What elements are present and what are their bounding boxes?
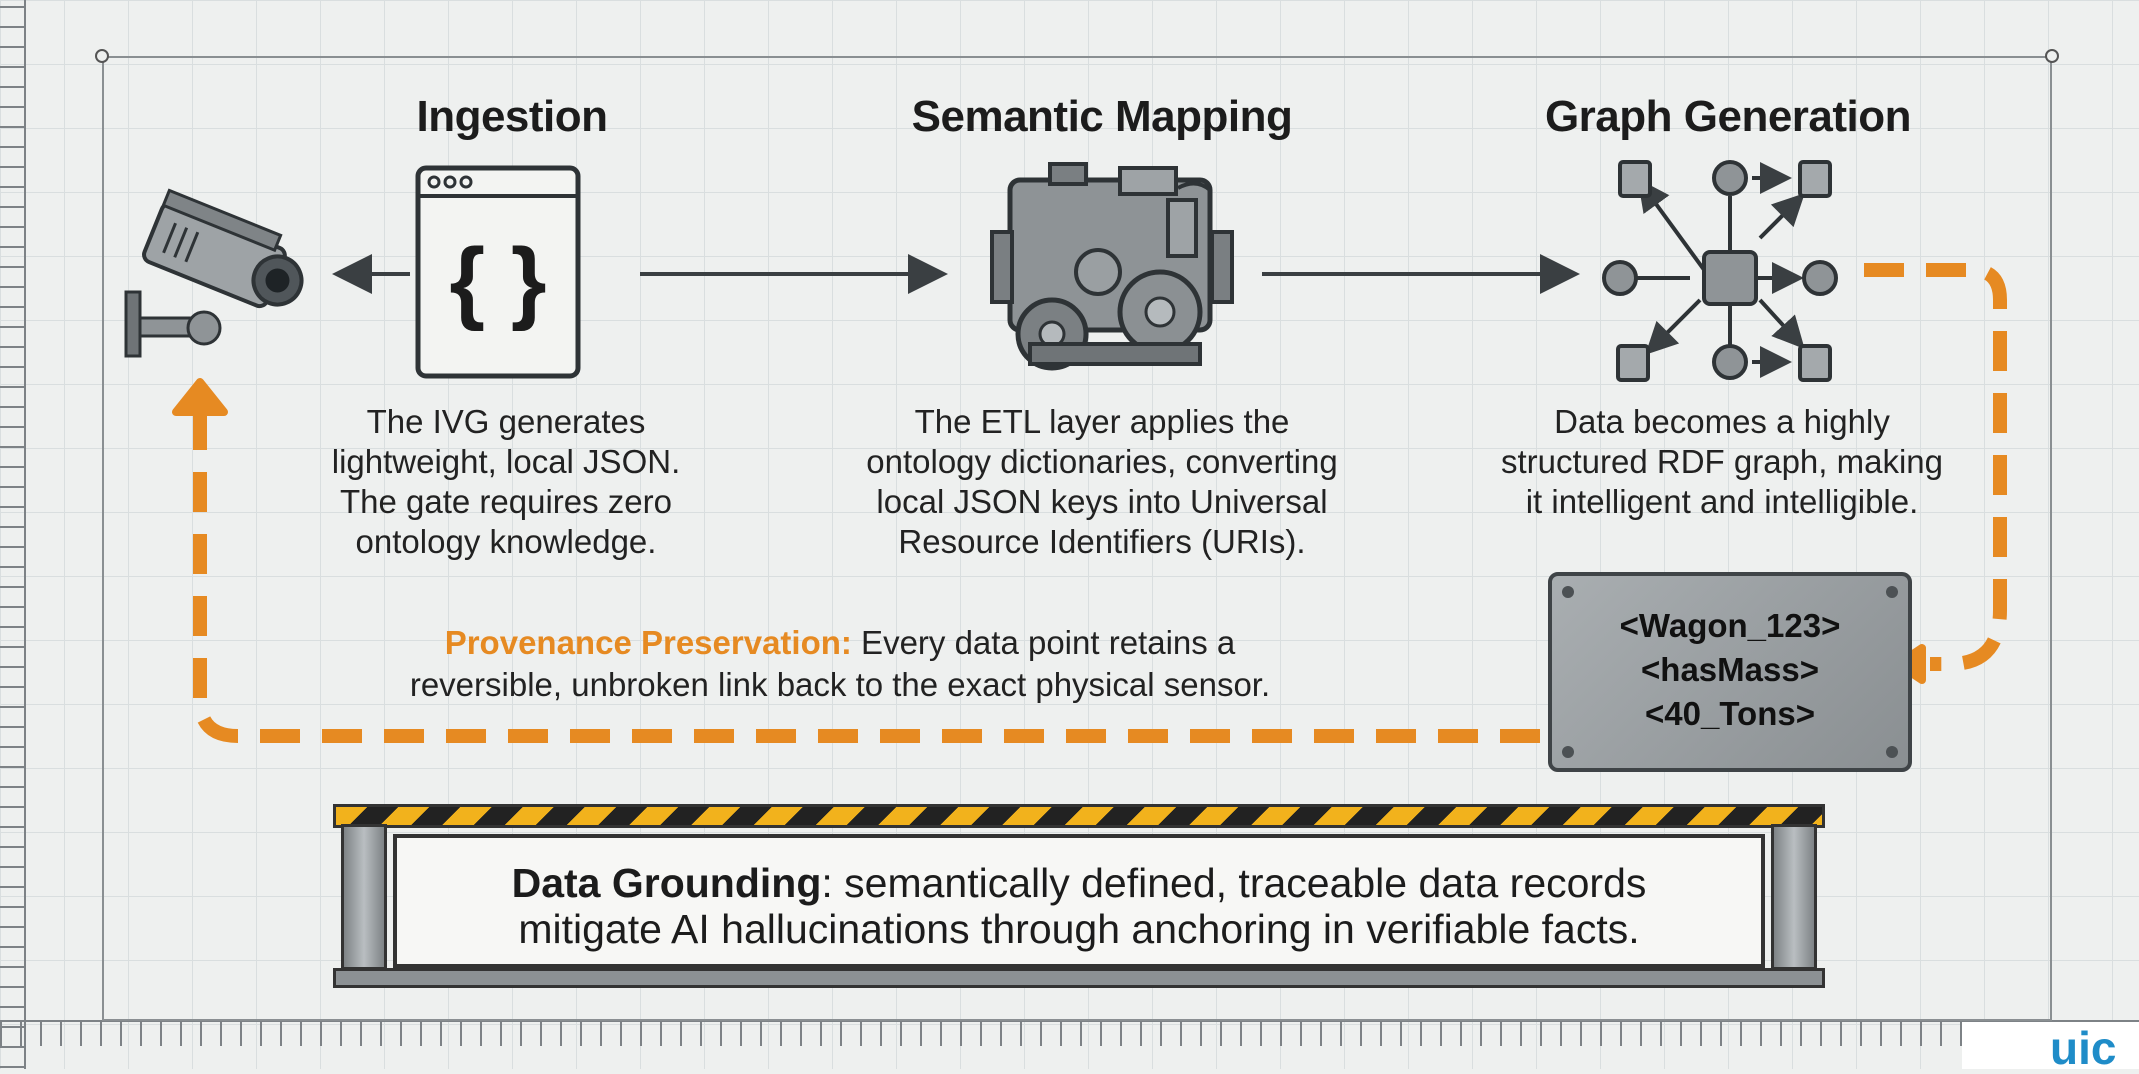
rivet (1562, 586, 1574, 598)
bottom-ruler (0, 1020, 2139, 1046)
stage-description-ingestion: The IVG generates lightweight, local JSO… (332, 402, 680, 562)
data-grounding-panel: Data Grounding: semantically defined, tr… (393, 834, 1765, 968)
stage-description-semantic-mapping: The ETL layer applies the ontology dicti… (866, 402, 1337, 562)
data-grounding-label: Data Grounding (511, 860, 822, 906)
stage-title-ingestion: Ingestion (416, 92, 608, 141)
provenance-note: Provenance Preservation: Every data poin… (320, 622, 1360, 706)
left-ruler (0, 0, 26, 1069)
description-line: structured RDF graph, making (1500, 443, 1944, 480)
triple-object: <40_Tons> (1645, 695, 1815, 732)
triple-subject: <Wagon_123> (1619, 607, 1841, 644)
rdf-graph-icon (1602, 160, 1838, 382)
uic-logo-text: uic (2050, 1022, 2117, 1074)
rdf-triple-plate: <Wagon_123> <hasMass> <40_Tons> (1548, 572, 1912, 772)
rivet (1562, 746, 1574, 758)
drawing-frame (102, 56, 2052, 1021)
frame-corner-dot (2045, 49, 2059, 63)
stage-title-semantic-mapping: Semantic Mapping (911, 92, 1293, 141)
provenance-text-line2: reversible, unbroken link back to the ex… (409, 666, 1271, 703)
frame-corner-dot (95, 49, 109, 63)
uic-logo: uic (1962, 1022, 2139, 1074)
rivet (1886, 586, 1898, 598)
data-grounding-text: Data Grounding: semantically defined, tr… (397, 860, 1761, 952)
data-grounding-line1: : semantically defined, traceable data r… (821, 860, 1647, 906)
description-line: The gate requires zero (339, 483, 673, 520)
description-line: lightweight, local JSON. (331, 443, 681, 480)
description-line: ontology knowledge. (355, 523, 657, 560)
data-grounding-barrier: Data Grounding: semantically defined, tr… (333, 804, 1825, 988)
provenance-text-line1: Every data point retains a (851, 624, 1236, 661)
description-line: Data becomes a highly (1554, 403, 1890, 440)
security-camera-icon (124, 188, 304, 358)
description-line: Resource Identifiers (URIs). (898, 523, 1306, 560)
stage-title-graph-generation: Graph Generation (1544, 92, 1912, 141)
engine-gears-icon (990, 162, 1234, 371)
provenance-label: Provenance Preservation: (444, 624, 852, 661)
triple-predicate: <hasMass> (1641, 651, 1819, 688)
data-grounding-line2: mitigate AI hallucinations through ancho… (518, 906, 1640, 952)
json-braces: { } (449, 230, 546, 332)
hazard-stripe (333, 804, 1825, 828)
barrier-base (333, 968, 1825, 988)
description-line: The IVG generates (366, 403, 646, 440)
description-line: it intelligent and intelligible. (1525, 483, 1919, 520)
json-window-icon (415, 165, 581, 379)
barrier-post (341, 824, 387, 970)
description-line: ontology dictionaries, converting (866, 443, 1338, 480)
rivet (1886, 746, 1898, 758)
description-line: local JSON keys into Universal (876, 483, 1328, 520)
barrier-post (1771, 824, 1817, 970)
stage-description-graph-generation: Data becomes a highly structured RDF gra… (1501, 402, 1943, 522)
description-line: The ETL layer applies the (914, 403, 1290, 440)
